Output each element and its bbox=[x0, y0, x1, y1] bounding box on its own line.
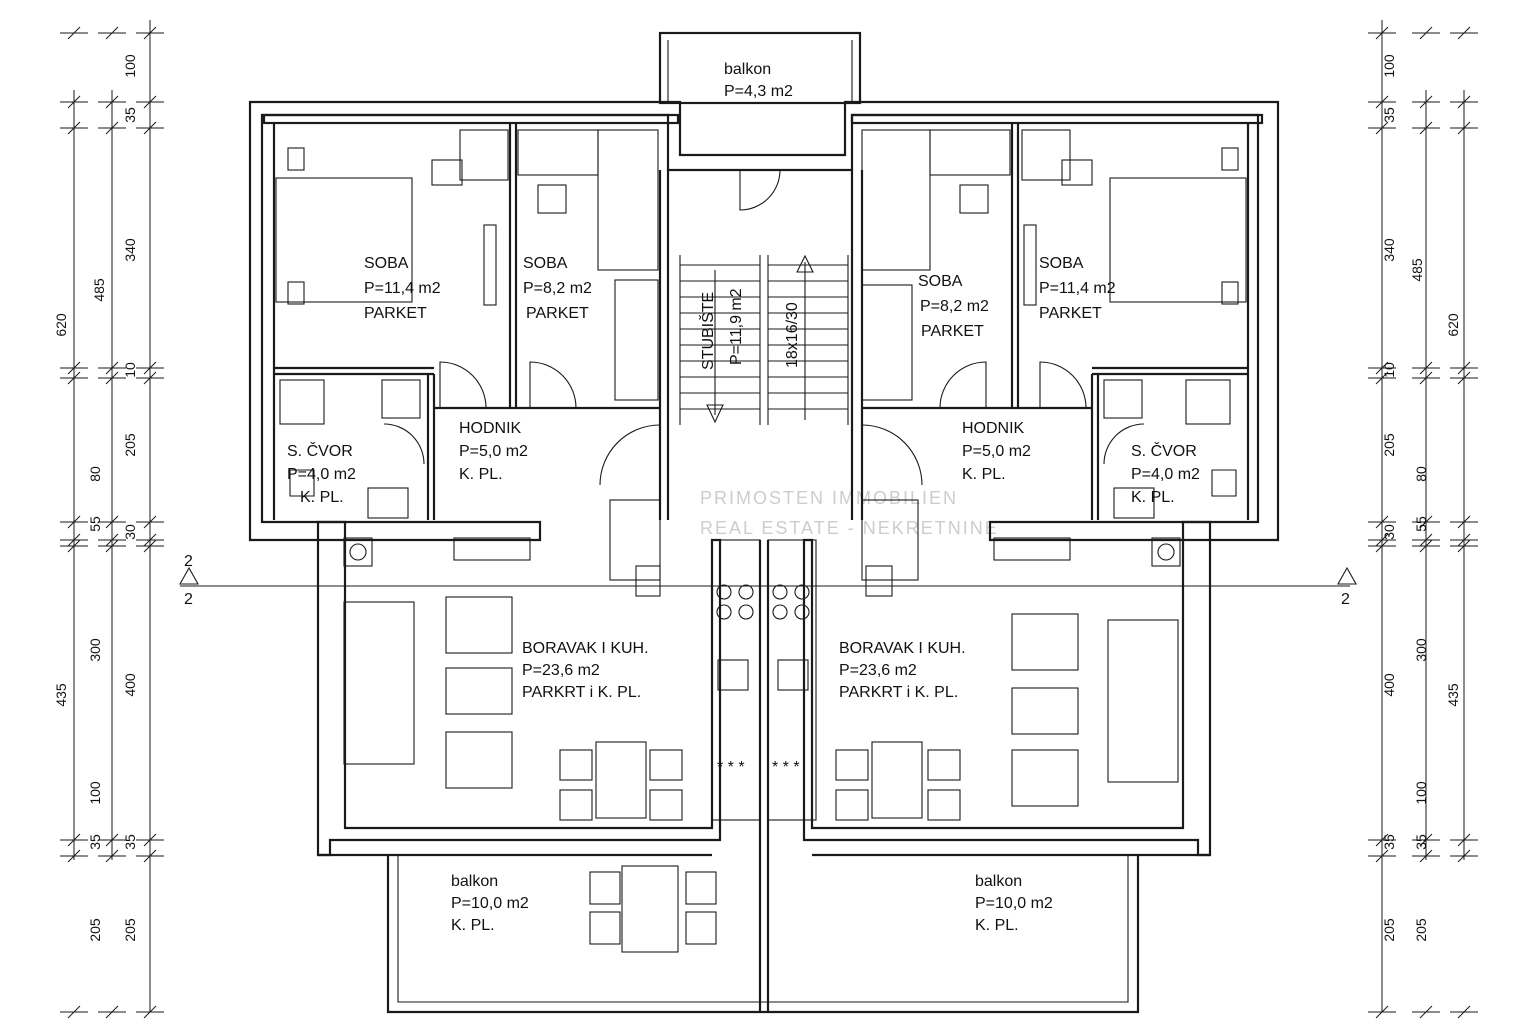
cvor-l-area: P=4,0 m2 bbox=[287, 466, 356, 483]
boravak-l-floor: PARKRT i K. PL. bbox=[522, 684, 641, 701]
dimension-label-right: 35 bbox=[1381, 834, 1397, 850]
dimension-label-right: 100 bbox=[1381, 54, 1397, 78]
stubiste-area: P=11,9 m2 bbox=[728, 288, 745, 365]
section-label-left-top: 2 bbox=[184, 553, 193, 570]
cvor-r-name: S. ČVOR bbox=[1131, 441, 1197, 460]
dimension-label-right: 340 bbox=[1381, 238, 1397, 262]
dimension-label-left: 10 bbox=[122, 362, 138, 378]
boravak-l-area: P=23,6 m2 bbox=[522, 662, 600, 679]
soba-l1-area: P=11,4 m2 bbox=[364, 280, 441, 297]
lower-walls bbox=[316, 499, 1212, 1012]
dimension-label-left: 35 bbox=[122, 834, 138, 850]
dimension-label-left: 30 bbox=[122, 524, 138, 540]
soba-l2-floor: PARKET bbox=[526, 305, 589, 322]
balkon-top-area: P=4,3 m2 bbox=[724, 83, 793, 100]
dimension-label-right: 400 bbox=[1381, 673, 1397, 697]
upper-walls bbox=[248, 100, 1280, 542]
hodnik-l-area: P=5,0 m2 bbox=[459, 443, 528, 460]
stubiste-steps: 18x16/30 bbox=[784, 302, 801, 368]
dimension-label-right: 35 bbox=[1413, 834, 1429, 850]
boravak-r-name: BORAVAK I KUH. bbox=[839, 640, 966, 657]
section-line: 2 2 2 bbox=[179, 553, 1357, 608]
dimension-label-left: 300 bbox=[87, 638, 103, 662]
kitchen-marks-right: * * * bbox=[772, 759, 800, 776]
dimension-label-right: 205 bbox=[1413, 918, 1429, 942]
dimension-label-right: 80 bbox=[1413, 466, 1429, 482]
dimension-label-right: 10 bbox=[1381, 362, 1397, 378]
dimension-label-right: 205 bbox=[1381, 433, 1397, 457]
stubiste-name: STUBIŠTE bbox=[698, 292, 717, 370]
cvor-l-floor: K. PL. bbox=[300, 489, 344, 506]
dimension-label-left: 205 bbox=[122, 918, 138, 942]
section-label-left-bottom: 2 bbox=[184, 591, 193, 608]
balkon-br-area: P=10,0 m2 bbox=[975, 895, 1053, 912]
dimension-label-outer-right: 435 bbox=[1445, 683, 1461, 707]
soba-l2-name: SOBA bbox=[523, 255, 568, 272]
soba-r1-floor: PARKET bbox=[1039, 305, 1102, 322]
dimension-label-right: 30 bbox=[1381, 524, 1397, 540]
hodnik-l-floor: K. PL. bbox=[459, 466, 503, 483]
section-label-right: 2 bbox=[1341, 591, 1350, 608]
dimension-label-outer-left: 485 bbox=[91, 278, 107, 302]
kitchen: * * * * * * bbox=[343, 537, 1181, 821]
soba-r1-name: SOBA bbox=[1039, 255, 1084, 272]
soba-r1-area: P=11,4 m2 bbox=[1039, 280, 1116, 297]
balkon-bl-floor: K. PL. bbox=[451, 917, 495, 934]
dimension-label-outer-left: 620 bbox=[53, 313, 69, 337]
dimension-label-right: 55 bbox=[1413, 516, 1429, 532]
soba-r2-area: P=8,2 m2 bbox=[920, 298, 989, 315]
watermark-line2: REAL ESTATE - NEKRETNINE bbox=[700, 518, 999, 538]
soba-l1-floor: PARKET bbox=[364, 305, 427, 322]
hodnik-r-area: P=5,0 m2 bbox=[962, 443, 1031, 460]
boravak-r-area: P=23,6 m2 bbox=[839, 662, 917, 679]
stairwell bbox=[679, 169, 849, 425]
dimension-label-left: 205 bbox=[122, 433, 138, 457]
dimension-label-right: 300 bbox=[1413, 638, 1429, 662]
hodnik-l-name: HODNIK bbox=[459, 420, 522, 437]
hodnik-r-floor: K. PL. bbox=[962, 466, 1006, 483]
room-labels: balkon P=4,3 m2 SOBA P=11,4 m2 PARKET SO… bbox=[287, 61, 1200, 934]
soba-l2-area: P=8,2 m2 bbox=[523, 280, 592, 297]
dimension-label-outer-right: 620 bbox=[1445, 313, 1461, 337]
balkon-br-floor: K. PL. bbox=[975, 917, 1019, 934]
dimension-label-left: 80 bbox=[87, 466, 103, 482]
dimension-label-left: 35 bbox=[122, 107, 138, 123]
dimension-label-left: 400 bbox=[122, 673, 138, 697]
dimension-label-left: 35 bbox=[87, 834, 103, 850]
dimension-label-outer-right: 485 bbox=[1409, 258, 1425, 282]
dimension-label-left: 340 bbox=[122, 238, 138, 262]
kitchen-marks-left: * * * bbox=[717, 759, 745, 776]
dimension-label-left: 205 bbox=[87, 918, 103, 942]
soba-r2-name: SOBA bbox=[918, 273, 963, 290]
top-balcony bbox=[658, 31, 862, 105]
dimension-labels: 100 100 35 35 340 340 10 10 205 205 80 80 55 55 30 30 30… bbox=[53, 54, 1461, 942]
balkon-bl-area: P=10,0 m2 bbox=[451, 895, 529, 912]
dimension-label-left: 55 bbox=[87, 516, 103, 532]
dimension-label-left: 100 bbox=[122, 54, 138, 78]
watermark: PRIMOSTEN IMMOBILIEN REAL ESTATE - NEKRE… bbox=[700, 488, 999, 538]
cvor-r-floor: K. PL. bbox=[1131, 489, 1175, 506]
cvor-l-name: S. ČVOR bbox=[287, 441, 353, 460]
cvor-r-area: P=4,0 m2 bbox=[1131, 466, 1200, 483]
boravak-r-floor: PARKRT i K. PL. bbox=[839, 684, 958, 701]
dimension-label-outer-left: 435 bbox=[53, 683, 69, 707]
living-furniture bbox=[343, 596, 1179, 821]
upper-furniture bbox=[275, 129, 1247, 519]
balkon-top-name: balkon bbox=[724, 61, 771, 78]
dimension-label-right: 205 bbox=[1381, 918, 1397, 942]
dimension-label-right: 35 bbox=[1381, 107, 1397, 123]
balkon-bl-name: balkon bbox=[451, 873, 498, 890]
boravak-l-name: BORAVAK I KUH. bbox=[522, 640, 649, 657]
dimension-label-left: 100 bbox=[87, 781, 103, 805]
soba-l1-name: SOBA bbox=[364, 255, 409, 272]
dimension-lines bbox=[60, 20, 1478, 1019]
soba-r2-floor: PARKET bbox=[921, 323, 984, 340]
lower-balcony bbox=[386, 855, 1140, 1014]
watermark-line1: PRIMOSTEN IMMOBILIEN bbox=[700, 488, 958, 508]
balkon-br-name: balkon bbox=[975, 873, 1022, 890]
hodnik-r-name: HODNIK bbox=[962, 420, 1025, 437]
dimension-label-right: 100 bbox=[1413, 781, 1429, 805]
